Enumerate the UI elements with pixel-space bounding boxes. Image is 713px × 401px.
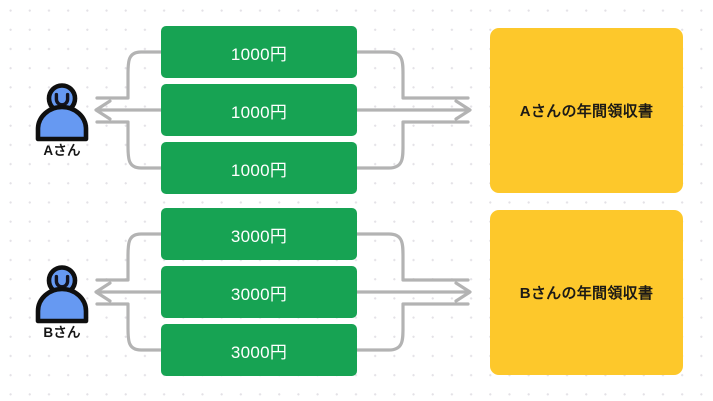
- actor-a-label: Aさん: [43, 143, 81, 158]
- amount-box-a-3[interactable]: 1000円: [161, 142, 357, 194]
- wire-a-right-top: [355, 50, 470, 100]
- amount-box-a-1[interactable]: 1000円: [161, 26, 357, 78]
- wire-a-right-bot: [355, 120, 470, 170]
- actor-b-label: Bさん: [43, 325, 81, 340]
- actor-b[interactable]: Bさん: [16, 264, 108, 341]
- actor-a[interactable]: Aさん: [16, 82, 108, 159]
- person-smile-icon: [35, 83, 89, 142]
- person-smile-icon: [35, 265, 89, 324]
- amount-box-b-3[interactable]: 3000円: [161, 324, 357, 376]
- arrowhead-b-right-icon: [454, 281, 472, 303]
- arrowhead-a-right-icon: [454, 99, 472, 121]
- receipt-box-a[interactable]: Aさんの年間領収書: [490, 28, 683, 193]
- receipt-box-b[interactable]: Bさんの年間領収書: [490, 210, 683, 375]
- amount-box-b-2[interactable]: 3000円: [161, 266, 357, 318]
- amount-box-a-2[interactable]: 1000円: [161, 84, 357, 136]
- amount-box-b-1[interactable]: 3000円: [161, 208, 357, 260]
- wire-b-right-top: [355, 232, 470, 282]
- wire-b-right-bot: [355, 302, 470, 352]
